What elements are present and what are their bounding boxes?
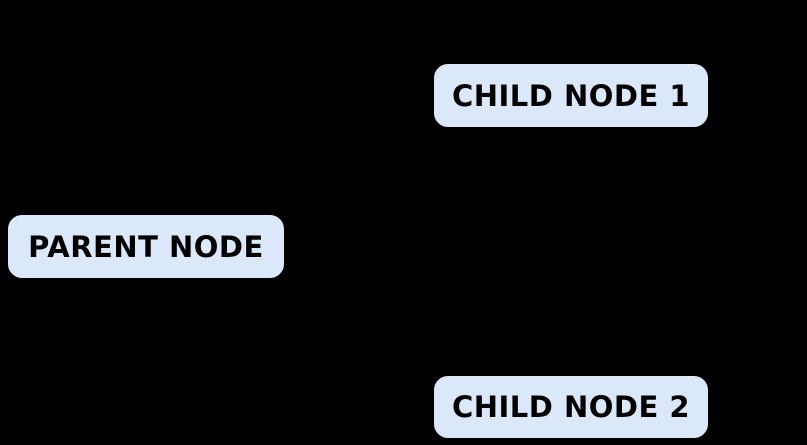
node-child-1: CHILD NODE 1 — [432, 62, 710, 129]
node-parent: PARENT NODE — [6, 213, 286, 280]
node-child-2: CHILD NODE 2 — [432, 374, 710, 440]
